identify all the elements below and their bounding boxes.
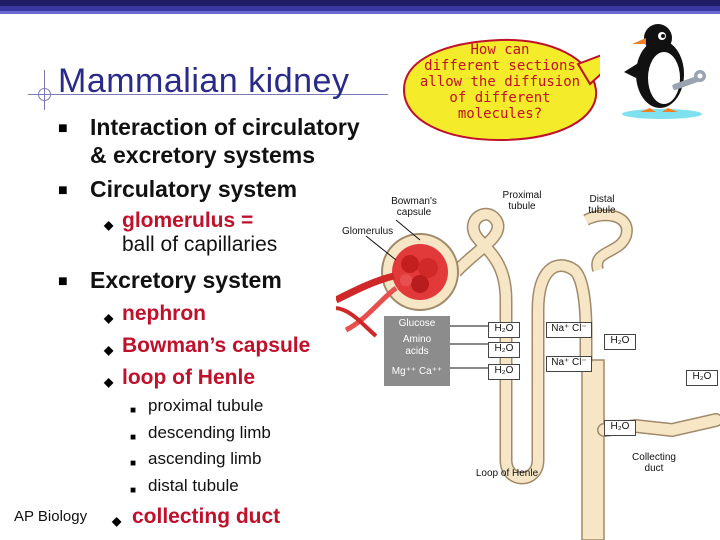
label-line: Bowman's [391,196,437,207]
glomerulus-label: Glomerulus [342,226,394,237]
sub-bullet-collecting-duct: ◆ collecting duct [112,505,280,529]
water-box: H₂O [488,342,520,358]
water-box: H₂O [604,420,636,436]
bullet-excretory: ■ Excretory system [58,266,398,294]
wrench-icon [672,70,706,91]
label-line: Collecting [632,452,676,463]
solute-label: Mg⁺⁺ Ca⁺⁺ [391,366,443,377]
water-box: H₂O [488,364,520,380]
label-line: capsule [396,207,432,218]
glomerulus-term: glomerulus = [122,209,254,232]
sub-bullet-glomerulus: ◆ glomerulus = ball of capillaries [104,209,334,257]
subsub-bullet-text: descending limb [148,423,271,442]
bullet-interaction: ■ Interaction of circulatory & excretory… [58,113,398,169]
square-bullet-icon: ■ [58,182,68,199]
square-bullet-icon: ■ [130,405,137,416]
penguin-shadow [622,109,702,119]
sub-bullet-text: nephron [122,302,206,325]
loop-of-henle-label: Loop of Henle [475,468,539,479]
bullet-text-line1: Interaction of circulatory [90,114,360,140]
diamond-bullet-icon: ◆ [104,375,114,389]
subsub-bullet-text: distal tubule [148,476,239,495]
nephron-diagram: Bowman's capsule Proximal tubule Distal … [336,180,720,540]
solutes-box: Glucose Amino acids Mg⁺⁺ Ca⁺⁺ [384,316,450,386]
subsub-bullet-proximal: ■ proximal tubule [130,395,263,417]
label-line: tubule [508,201,536,212]
speech-bubble-text: How can different sections allow the dif… [412,42,588,122]
salt-box: Na⁺ Cl⁻ [546,356,592,372]
bubble-line: allow the diffusion [419,74,581,90]
bowmans-capsule-label: Bowman's capsule [374,196,454,218]
bubble-line: of different [449,90,551,106]
bubble-line: molecules? [457,106,543,122]
subsub-bullet-ascending: ■ ascending limb [130,448,261,470]
bullet-text: Circulatory system [90,176,298,202]
subsub-bullet-text: ascending limb [148,449,262,468]
title-underline [28,94,388,95]
label-line: tubule [588,205,616,216]
bullet-text: Excretory system [90,267,282,293]
bubble-line: How can [470,42,530,58]
penguin-mascot-icon [622,24,706,119]
subsub-bullet-distal: ■ distal tubule [130,475,239,497]
sub-bullet-text-b: ball of capillaries [122,233,278,256]
diamond-bullet-icon: ◆ [112,514,122,528]
subsub-bullet-text: proximal tubule [148,396,264,415]
sub-bullet-text: loop of Henle [122,366,255,389]
top-decorative-bar [0,0,720,20]
square-bullet-icon: ■ [130,458,137,469]
square-bullet-icon: ■ [58,273,68,290]
water-box: H₂O [686,370,718,386]
water-box: H₂O [604,334,636,350]
diamond-bullet-icon: ◆ [104,311,114,325]
water-box: H₂O [488,322,520,338]
bullet-text-line2: & excretory systems [90,142,316,168]
salt-box: Na⁺ Cl⁻ [546,322,592,338]
sub-bullet-text: collecting duct [132,505,281,528]
sub-bullet-bowmans: ◆ Bowman’s capsule [104,334,310,358]
proximal-tubule-label: Proximal tubule [482,190,562,212]
bar-light-stripe [0,11,720,14]
bubble-line: different sections [424,58,576,74]
solute-label: Amino [402,334,432,345]
square-bullet-icon: ■ [130,432,137,443]
solute-label: acids [405,346,429,357]
slide-title: Mammalian kidney [58,62,350,100]
bar-dark-stripe [0,0,720,6]
crosshair-circle-icon [38,88,51,101]
footer-label: AP Biology [14,508,88,525]
bubble-tail [576,54,600,86]
sub-bullet-loop-of-henle: ◆ loop of Henle [104,366,255,390]
solute-label: Glucose [398,318,436,329]
diamond-bullet-icon: ◆ [104,343,114,357]
bullet-circulatory: ■ Circulatory system [58,175,398,203]
distal-tubule-label: Distal tubule [572,194,632,216]
collecting-duct-label: Collecting duct [612,452,696,474]
diamond-bullet-icon: ◆ [104,218,114,232]
subsub-bullet-descending: ■ descending limb [130,422,271,444]
sub-bullet-nephron: ◆ nephron [104,302,206,326]
label-line: duct [644,463,664,474]
square-bullet-icon: ■ [58,120,68,137]
speech-bubble [402,38,600,142]
bar-mid-stripe [0,6,720,11]
square-bullet-icon: ■ [130,485,137,496]
label-line: Proximal [502,190,542,201]
sub-bullet-text: Bowman’s capsule [122,334,311,357]
sub-bullet-text-a: glomerulus = [104,209,334,233]
label-line: Distal [589,194,615,205]
